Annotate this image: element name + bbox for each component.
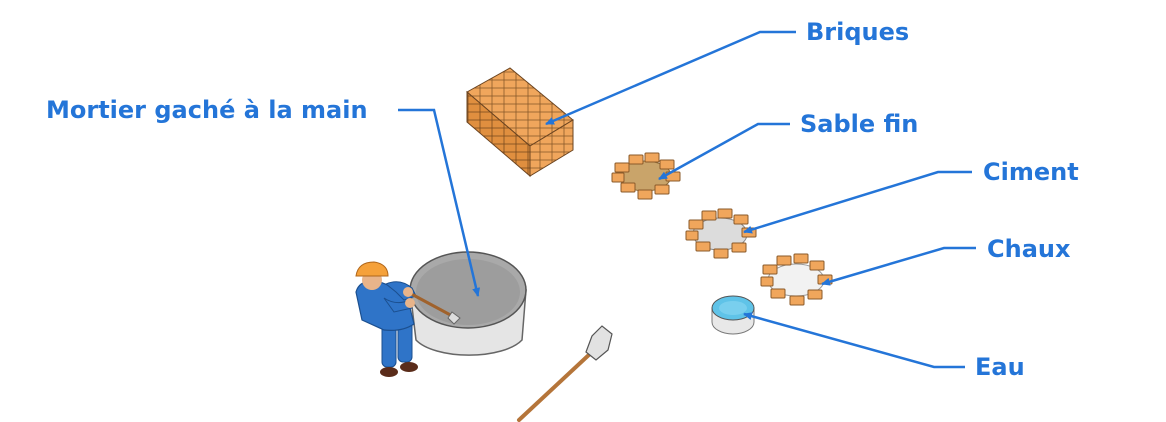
leader-line-ciment bbox=[743, 170, 972, 234]
leader-line-briques bbox=[545, 30, 796, 126]
leader-line-sable bbox=[658, 122, 790, 181]
leader-line-chaux bbox=[821, 246, 976, 286]
lime-pile-icon bbox=[760, 253, 833, 306]
worker-icon bbox=[355, 261, 461, 377]
leader-line-mortier bbox=[398, 108, 481, 297]
label-eau: Eau bbox=[975, 353, 1025, 381]
label-chaux: Chaux bbox=[987, 235, 1071, 263]
sand-pile-icon bbox=[611, 152, 681, 200]
label-sable: Sable fin bbox=[800, 110, 919, 138]
leader-lines bbox=[398, 30, 976, 369]
label-mortier: Mortier gaché à la main bbox=[46, 96, 368, 124]
shovel-icon bbox=[517, 325, 613, 422]
leader-line-eau bbox=[743, 312, 965, 369]
label-briques: Briques bbox=[806, 18, 910, 46]
brick-stack-icon bbox=[466, 67, 574, 178]
label-ciment: Ciment bbox=[983, 158, 1079, 186]
cement-pile-icon bbox=[685, 208, 757, 259]
